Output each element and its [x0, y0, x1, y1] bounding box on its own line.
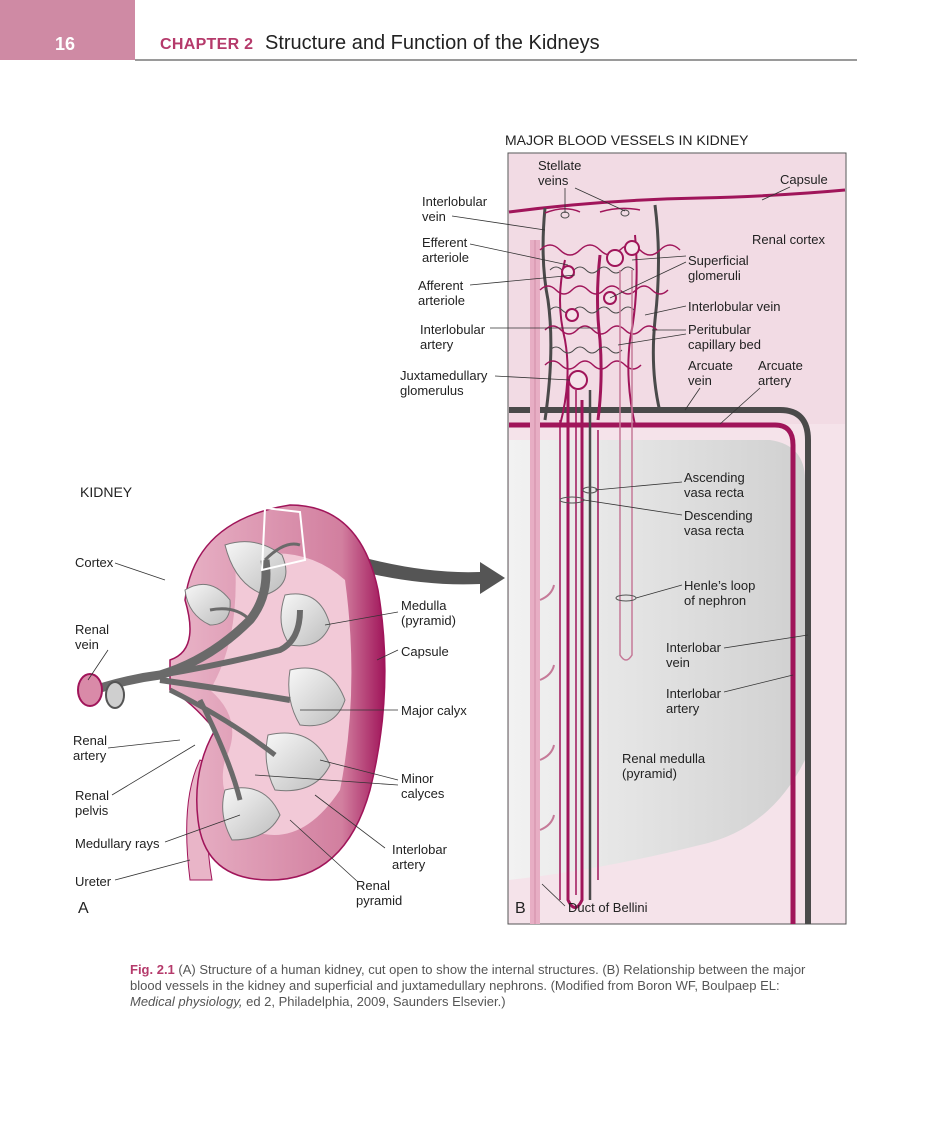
- connector-arrow: [298, 537, 505, 594]
- page-number-tab: [0, 0, 135, 60]
- label-arcuate-vein: Arcuate vein: [688, 358, 733, 388]
- label-cortex: Cortex: [75, 555, 114, 570]
- panel-a-letter: A: [78, 900, 89, 917]
- label-arcuate-artery: Arcuate artery: [758, 358, 803, 388]
- panel-a-diagram: [77, 504, 399, 883]
- label-descending-vasa-recta: Descending vasa recta: [684, 508, 753, 538]
- capsule-line: [508, 188, 846, 214]
- label-ascending-vasa-recta: Ascending vasa recta: [684, 470, 745, 500]
- pyramid: [288, 667, 346, 727]
- label-major-calyx: Major calyx: [401, 703, 467, 718]
- label-medullary-rays: Medullary rays: [75, 836, 160, 851]
- caption-fig-number: Fig. 2.1: [130, 962, 175, 977]
- figure-illustration: [77, 152, 847, 925]
- label-renal-pelvis: Renal pelvis: [75, 788, 109, 818]
- figure-caption: Fig. 2.1 (A) Structure of a human kidney…: [130, 962, 810, 1010]
- label-renal-pyramid: Renal pyramid: [356, 878, 403, 908]
- label-interlobar-vein: Interlobar vein: [666, 640, 721, 670]
- label-medulla: Medulla (pyramid): [401, 598, 456, 628]
- label-interlobar-artery-b: Interlobar artery: [666, 686, 721, 716]
- label-duct-of-bellini: Duct of Bellini: [568, 900, 648, 915]
- label-peritubular-capillary-bed: Peritubular capillary bed: [688, 322, 761, 352]
- chapter-label: CHAPTER 2: [160, 36, 254, 53]
- figure-2-1: MAJOR BLOOD VESSELS IN KIDNEY Stellate v…: [73, 132, 847, 925]
- page-number: 16: [55, 34, 76, 54]
- label-superficial-glomeruli: Superficial glomeruli: [688, 253, 749, 283]
- label-interlobar-artery-a: Interlobar artery: [392, 842, 447, 872]
- label-renal-cortex: Renal cortex: [752, 232, 825, 247]
- label-efferent-arteriole: Efferent arteriole: [422, 235, 469, 265]
- page-header: 16 CHAPTER 2 Structure and Function of t…: [0, 0, 929, 62]
- label-interlobular-vein-right: Interlobular vein: [688, 299, 781, 314]
- panel-b-diagram: [451, 152, 847, 925]
- panel-b-letter: B: [515, 900, 526, 917]
- label-afferent-arteriole: Afferent arteriole: [418, 278, 465, 308]
- label-interlobular-artery: Interlobular artery: [420, 322, 486, 352]
- header-rule: [135, 59, 857, 61]
- caption-text-1: (A) Structure of a human kidney, cut ope…: [130, 962, 806, 993]
- panel-b-leader-lines: [451, 186, 809, 907]
- caption-text-2: ed 2, Philadelphia, 2009, Saunders Elsev…: [242, 994, 506, 1009]
- label-minor-calyces: Minor calyces: [401, 771, 445, 801]
- label-juxtamedullary-glomerulus: Juxtamedullary glomerulus: [400, 368, 488, 398]
- pyramid: [184, 583, 231, 626]
- label-ureter: Ureter: [75, 874, 112, 889]
- label-renal-artery: Renal artery: [73, 733, 107, 763]
- label-renal-vein: Renal vein: [75, 622, 109, 652]
- label-interlobular-vein-left: Interlobular vein: [422, 194, 488, 224]
- label-capsule-b: Capsule: [780, 172, 828, 187]
- label-stellate-veins: Stellate veins: [538, 158, 582, 188]
- caption-book-title: Medical physiology,: [130, 994, 243, 1009]
- pyramid: [222, 787, 281, 841]
- chapter-title: Structure and Function of the Kidneys: [265, 32, 600, 54]
- arcuate-vein: [509, 407, 811, 924]
- label-capsule-a: Capsule: [401, 644, 449, 659]
- label-henles-loop: Henle’s loop of nephron: [684, 578, 756, 608]
- renal-medulla-region: [509, 440, 805, 880]
- pyramid: [265, 732, 331, 792]
- label-renal-medulla: Renal medulla (pyramid): [622, 751, 706, 781]
- panel-a-leader-lines: [87, 562, 399, 883]
- panel-a-title: KIDNEY: [80, 484, 133, 500]
- panel-b-title: MAJOR BLOOD VESSELS IN KIDNEY: [505, 132, 749, 148]
- arcuate-artery: [509, 422, 796, 924]
